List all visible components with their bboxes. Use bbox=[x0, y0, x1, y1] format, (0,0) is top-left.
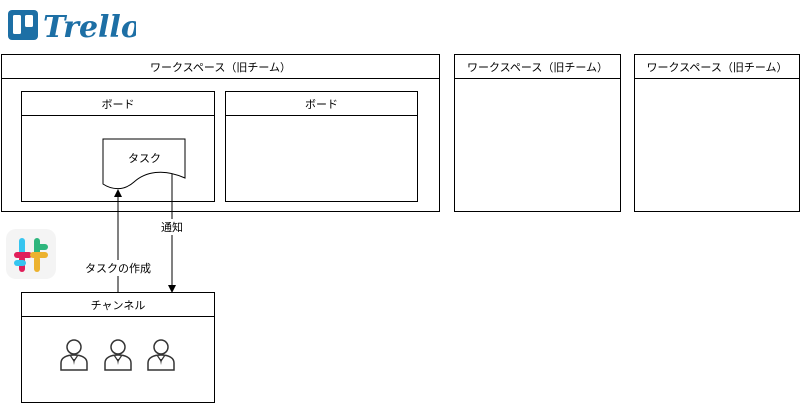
create-task-label: タスクの作成 bbox=[84, 260, 152, 276]
notify-label: 通知 bbox=[160, 219, 184, 235]
task-label: タスク bbox=[127, 150, 162, 166]
board-panel: ボード bbox=[225, 91, 418, 202]
user-icon bbox=[59, 337, 89, 371]
user-icon bbox=[146, 337, 176, 371]
workspace-panel: ワークスペース（旧チーム） bbox=[634, 54, 800, 212]
channel-header: チャンネル bbox=[22, 293, 214, 317]
board-header: ボード bbox=[22, 92, 214, 116]
workspace-header: ワークスペース（旧チーム） bbox=[635, 55, 799, 79]
workspace-title: ワークスペース（旧チーム） bbox=[646, 60, 788, 74]
board-header: ボード bbox=[226, 92, 417, 116]
workspace-panel: ワークスペース（旧チーム） bbox=[454, 54, 621, 212]
workspace-header: ワークスペース（旧チーム） bbox=[455, 55, 620, 79]
trello-icon: Trello bbox=[8, 10, 141, 45]
workspace-header: ワークスペース（旧チーム） bbox=[2, 55, 439, 79]
board-title: ボード bbox=[305, 97, 338, 111]
workspace-title: ワークスペース（旧チーム） bbox=[149, 60, 292, 74]
channel-title: チャンネル bbox=[90, 298, 146, 312]
slack-icon bbox=[6, 229, 56, 279]
board-title: ボード bbox=[101, 97, 135, 111]
workspace-title: ワークスペース（旧チーム） bbox=[466, 60, 609, 74]
user-icon bbox=[103, 337, 133, 371]
trello-logo: Trello bbox=[6, 4, 141, 45]
board-panel: ボード bbox=[21, 91, 215, 202]
svg-text:Trello: Trello bbox=[43, 10, 136, 44]
